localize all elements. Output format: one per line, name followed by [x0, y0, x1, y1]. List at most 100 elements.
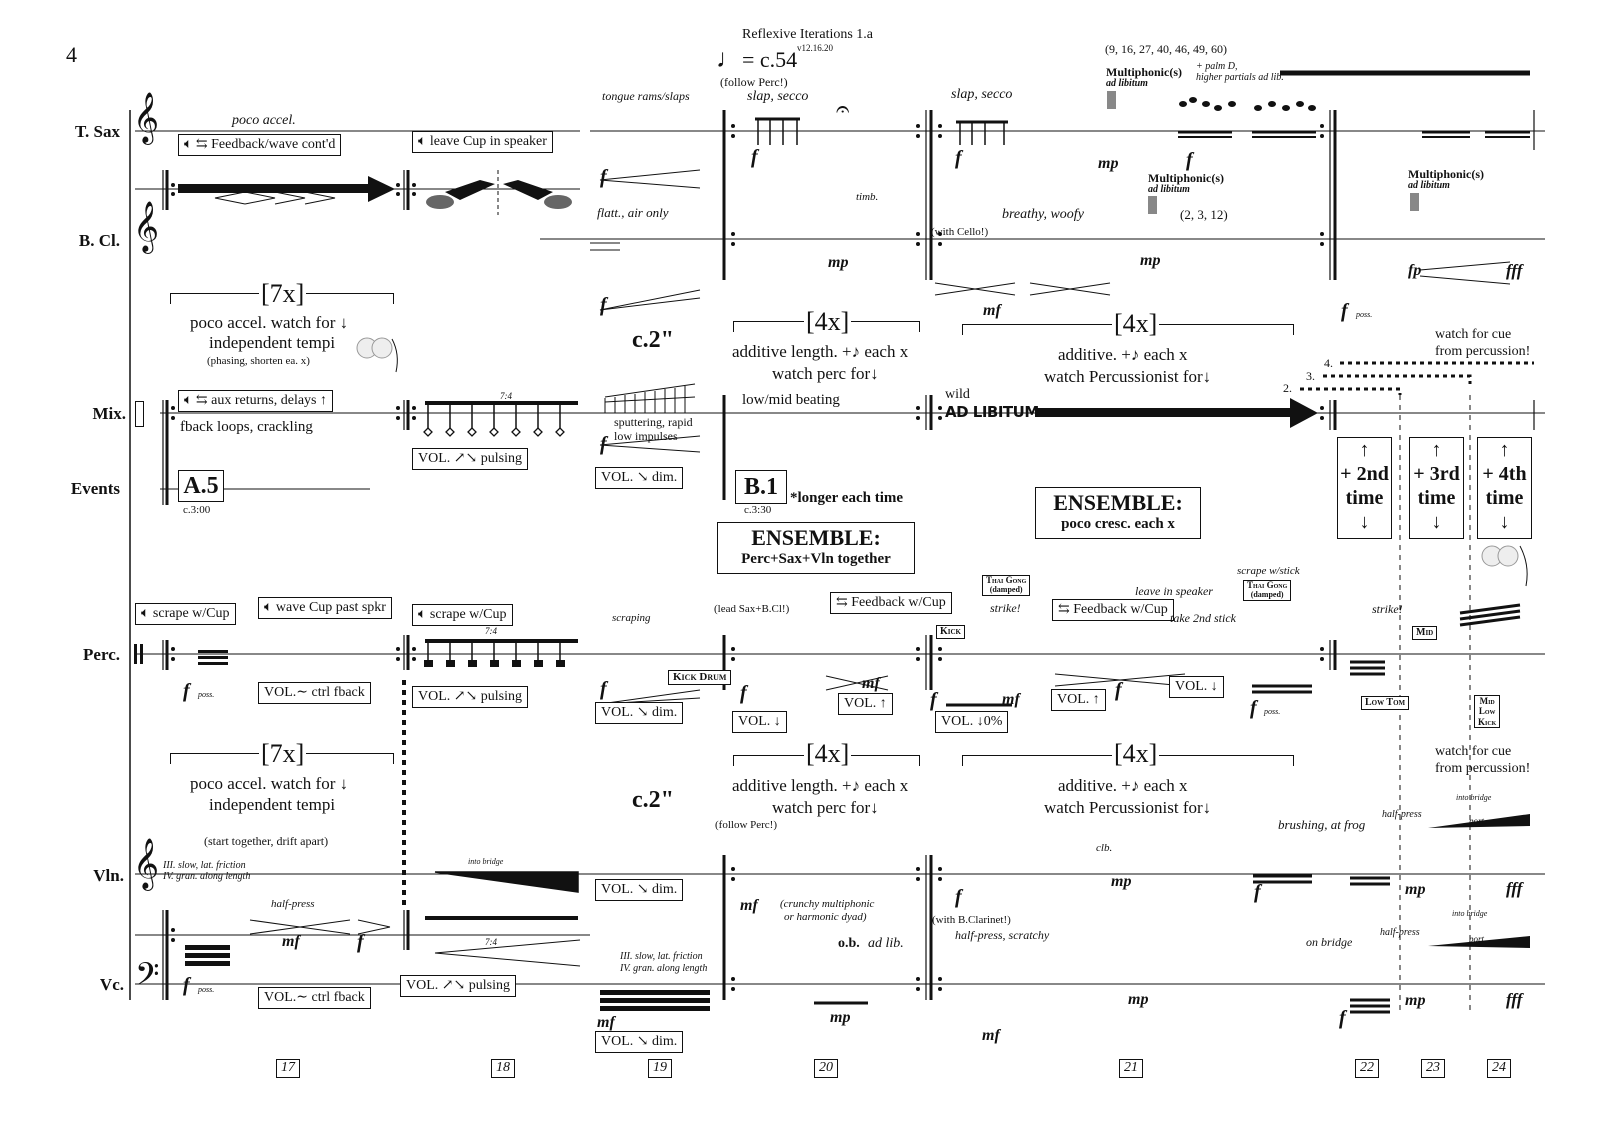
dynamic-mf: mf	[282, 933, 300, 950]
dynamic-mp: mp	[830, 1009, 851, 1026]
dynamic-mp: mp	[1111, 873, 1132, 890]
repeat-count-m17-top: [7x]	[259, 279, 307, 308]
perc-mid-low-kick: Mid Low Kick	[1474, 695, 1501, 729]
dynamic-f: f	[600, 433, 607, 455]
dynamic-f: f	[930, 689, 937, 711]
mix-vol-pulsing: VOL. ↗↘ pulsing	[412, 448, 528, 471]
dynamic-f: f	[955, 886, 962, 908]
dynamic-f: f	[1341, 300, 1348, 322]
dynamic-f: f	[357, 931, 364, 953]
vc-vol-pulsing: VOL. ↗↘ pulsing	[400, 975, 516, 998]
cue-num-2: 2.	[1283, 381, 1292, 395]
tsax-slap-secco-1: slap, secco	[747, 89, 809, 104]
dynamic-fp: fp	[1408, 262, 1422, 279]
measure-number-19: 19	[648, 1059, 672, 1078]
perc-feedback-box-2: ⇆ Feedback w/Cup	[1052, 599, 1174, 622]
event-b1-time: c.3:30	[744, 504, 772, 516]
loop-icon: ⇆	[195, 137, 208, 152]
vln-string-3: III. slow, lat. friction	[163, 860, 246, 871]
hands-with-cups-icon	[420, 170, 580, 215]
tsax-slap-secco-2: slap, secco	[951, 87, 1013, 102]
vc-half-press-scratchy: half-press, scratchy	[955, 928, 1050, 942]
tsax-feedback-box: 🔈︎ ⇆ Feedback/wave cont'd	[178, 134, 342, 157]
dynamic-mf: mf	[983, 302, 1001, 319]
multiphonic-cluster-icon	[1148, 196, 1157, 214]
quarter-note-icon: ♩	[716, 44, 742, 73]
tsax-multiphonic-sub: ad libitum	[1106, 78, 1148, 89]
dynamic-f: f	[1250, 697, 1257, 719]
repeat-count-m21-top: [4x]	[1112, 309, 1160, 338]
tsax-palm-d: + palm D,	[1196, 61, 1238, 72]
perc-kick: Kick	[936, 625, 966, 639]
vln-brushing: brushing, at frog	[1278, 817, 1366, 832]
dynamic-mp: mp	[1405, 881, 1426, 898]
time-box-3rd: ↑ + 3rd time ↓	[1409, 437, 1464, 539]
perc-thai-gong-2: Thai Gong (damped)	[1243, 580, 1292, 601]
vln-string-4: IV. gran. along length	[163, 871, 251, 882]
repeat-instr-m21-bot-2: watch Percussionist for↓	[1044, 798, 1212, 817]
repeat-instr-m20-bot-1: additive length. +♪ each x	[732, 776, 909, 795]
vln-crunchy-2: or harmonic dyad)	[784, 911, 867, 923]
vc-ob: o.b.	[838, 936, 860, 951]
two-heads-icon	[1478, 540, 1533, 590]
vc-into-bridge: into bridge	[1452, 909, 1488, 918]
dynamic-f: f	[955, 147, 962, 169]
perc-clef-icon	[134, 644, 137, 664]
vc-on-bridge: on bridge	[1306, 935, 1353, 949]
cue-num-3: 3.	[1306, 369, 1315, 383]
loop-icon: ⇆	[1058, 602, 1070, 617]
repeat-instr-m17-bot-2: independent tempi	[209, 795, 336, 814]
repeat-instr-m17-bot-1: poco accel. watch for ↓	[190, 774, 349, 793]
staff-label-tsax: T. Sax	[74, 122, 120, 141]
up-arrow-icon: ↑	[1499, 439, 1510, 461]
cue-num-4: 4.	[1324, 356, 1333, 370]
dynamic-fff: fff	[1506, 261, 1523, 280]
duration-c2-bottom: c.2"	[632, 787, 674, 813]
version-label: v12.16.20	[797, 43, 833, 53]
speaker-icon: 🔈︎	[141, 606, 150, 621]
dynamic-mf: mf	[862, 675, 880, 692]
ensemble-box-2: ENSEMBLE: poco cresc. each x	[1035, 487, 1201, 539]
dynamic-mp: mp	[1098, 155, 1119, 172]
repeat-instr-m17-top-3: (phasing, shorten ea. x)	[207, 355, 310, 367]
event-b1: B.1	[735, 470, 787, 504]
repeat-instr-m17-top-2: independent tempi	[209, 333, 336, 352]
repeat-count-m20-top: [4x]	[804, 307, 852, 336]
staff-label-perc: Perc.	[83, 645, 120, 664]
loop-icon: ⇆	[195, 393, 208, 408]
fermata-icon: 𝄐	[836, 97, 850, 123]
tsax-multiphonic-title: Multiphonic(s)	[1106, 65, 1183, 79]
bass-clef-icon: 𝄢	[135, 958, 160, 1000]
repeat-instr-m20-top-2: watch perc for↓	[772, 364, 879, 383]
cue-perc-bot-1: watch for cue	[1435, 744, 1512, 759]
speaker-icon: 🔈︎	[184, 137, 193, 152]
repeat-instr-m17-top-1: poco accel. watch for ↓	[190, 313, 349, 332]
mix-clef-icon	[135, 401, 144, 427]
repeat-instr-m21-bot-1: additive. +♪ each x	[1058, 776, 1188, 795]
dynamic-fff: fff	[1506, 879, 1523, 898]
mix-vol-dim: VOL. ↘ dim.	[595, 467, 684, 490]
tsax-higher-partials: higher partials ad lib.	[1196, 72, 1284, 83]
tsax-follow-perc: (follow Perc!)	[720, 75, 788, 89]
mix-sputter-1: sputtering, rapid	[614, 415, 693, 429]
bcl-with-cello: (with Cello!)	[931, 226, 989, 238]
speaker-icon: 🔈︎	[418, 134, 427, 149]
bcl-multiphonic-title-1: Multiphonic(s)	[1148, 171, 1225, 185]
measure-number-20: 20	[814, 1059, 838, 1078]
treble-clef-icon: 𝄞	[133, 202, 160, 251]
vc-string-3: III. slow, lat. friction	[620, 951, 703, 962]
vc-port: port.	[1469, 934, 1487, 944]
mix-fback-loops: fback loops, crackling	[180, 419, 313, 435]
repeat-count-m20-bot: [4x]	[804, 739, 852, 768]
cue-perc-top-1: watch for cue	[1435, 327, 1512, 342]
dynamic-f: f	[740, 682, 747, 704]
vc-vol-dim: VOL. ↘ dim.	[595, 1031, 684, 1054]
perc-wave-box: 🔈︎ wave Cup past spkr	[258, 597, 392, 620]
perc-strike-2: strike!	[1372, 602, 1403, 616]
event-a5: A.5	[178, 470, 224, 502]
down-arrow-icon: ↓	[1359, 511, 1370, 533]
perc-tuplet-ratio: 7:4	[485, 626, 497, 636]
repeat-count-m17-bot: [7x]	[259, 739, 307, 768]
perc-scrape-box-1: 🔈︎ scrape w/Cup	[135, 603, 236, 626]
